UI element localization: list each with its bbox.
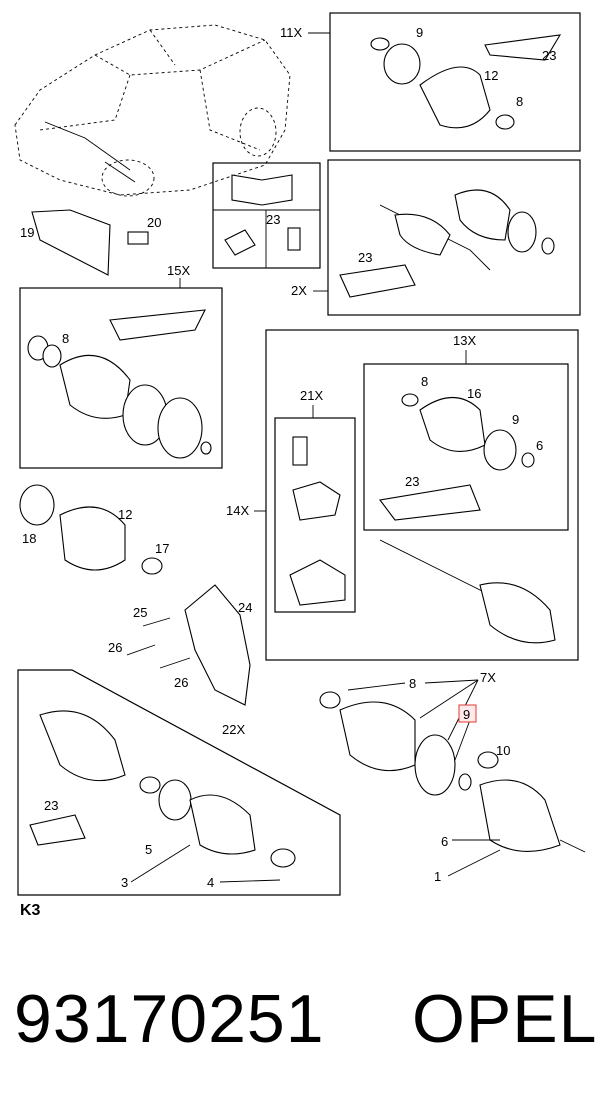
svg-text:21X: 21X (300, 388, 323, 403)
svg-text:14X: 14X (226, 503, 249, 518)
svg-text:23: 23 (405, 474, 419, 489)
svg-text:8: 8 (421, 374, 428, 389)
svg-text:19: 19 (20, 225, 34, 240)
svg-text:8: 8 (62, 331, 69, 346)
svg-text:26: 26 (108, 640, 122, 655)
svg-text:12: 12 (118, 507, 132, 522)
svg-text:15X: 15X (167, 263, 190, 278)
svg-text:9: 9 (463, 707, 470, 722)
svg-text:23: 23 (542, 48, 556, 63)
svg-text:17: 17 (155, 541, 169, 556)
svg-text:8: 8 (516, 94, 523, 109)
svg-text:23: 23 (266, 212, 280, 227)
group-label-11x: 11X (280, 25, 302, 40)
svg-text:1: 1 (434, 869, 441, 884)
group-7x: 7X 8 9 10 6 1 (319, 670, 586, 884)
group-11x: 11X 9 23 12 8 (280, 12, 581, 152)
group-22x: 22X 23 5 3 4 (17, 669, 341, 896)
part-number: 93170251 (14, 981, 325, 1057)
svg-text:20: 20 (147, 215, 161, 230)
manual-box: 23 (212, 162, 321, 269)
svg-text:7X: 7X (480, 670, 496, 685)
group-14x: 14X 13X 8 16 9 6 23 21X (226, 329, 579, 661)
svg-text:9: 9 (512, 412, 519, 427)
svg-text:18: 18 (22, 531, 36, 546)
svg-text:2X: 2X (291, 283, 307, 298)
group-2x: 2X 23 (291, 159, 581, 316)
svg-text:16: 16 (467, 386, 481, 401)
svg-text:26: 26 (174, 675, 188, 690)
svg-text:5: 5 (145, 842, 152, 857)
brand-name: OPEL (412, 981, 598, 1057)
svg-text:6: 6 (536, 438, 543, 453)
svg-text:12: 12 (484, 68, 498, 83)
svg-text:10: 10 (496, 743, 510, 758)
highlighted-part-callout[interactable] (458, 704, 477, 723)
svg-text:8: 8 (409, 676, 416, 691)
svg-text:23: 23 (44, 798, 58, 813)
svg-text:24: 24 (238, 600, 252, 615)
svg-text:25: 25 (133, 605, 147, 620)
svg-text:6: 6 (441, 834, 448, 849)
svg-text:13X: 13X (453, 333, 476, 348)
bracket-parts: 19 20 (20, 209, 161, 276)
svg-text:9: 9 (416, 25, 423, 40)
group-15x: 15X 8 (19, 263, 223, 469)
svg-text:22X: 22X (222, 722, 245, 737)
svg-text:23: 23 (358, 250, 372, 265)
loose-parts-middle: 18 12 17 (19, 484, 169, 575)
bracket-bolts: 25 26 26 24 (108, 584, 252, 706)
section-code: K3 (20, 902, 41, 919)
svg-text:4: 4 (207, 875, 214, 890)
car-illustration (14, 24, 291, 197)
svg-text:3: 3 (121, 875, 128, 890)
